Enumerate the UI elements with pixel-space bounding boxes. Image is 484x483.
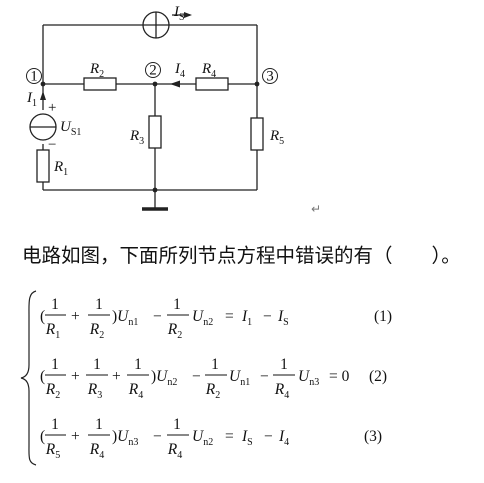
circuit-diagram: 1 2 3 IS R2 I4 R4 I1 + − US1 R1 R3 R5 xyxy=(26,4,284,211)
svg-text:1: 1 xyxy=(95,296,103,313)
node-dot-bottom xyxy=(152,187,158,193)
svg-text:Un1: Un1 xyxy=(229,368,250,388)
svg-text:R1: R1 xyxy=(45,321,60,341)
svg-text:1: 1 xyxy=(280,356,288,373)
question-text: 电路如图，下面所列节点方程中错误的有（ ）。 xyxy=(22,244,461,267)
equation-2-number: (2) xyxy=(369,368,387,385)
svg-text:+: + xyxy=(71,428,80,445)
node-dot-2 xyxy=(152,81,158,87)
return-mark: ↵ xyxy=(311,202,322,216)
equation-3: ( 1 R5 + 1 R4 )Un3 − 1 R4 Un2 = IS − I4 … xyxy=(40,416,382,461)
svg-text:I4: I4 xyxy=(278,428,289,448)
left-brace xyxy=(20,290,37,466)
svg-text:−: − xyxy=(263,308,272,325)
svg-text:IS: IS xyxy=(277,308,289,328)
svg-text:1: 1 xyxy=(173,296,181,313)
svg-text:+: + xyxy=(71,368,80,385)
svg-text:Un3: Un3 xyxy=(298,368,319,388)
svg-text:1: 1 xyxy=(30,69,38,85)
svg-text:)Un2: )Un2 xyxy=(151,368,177,388)
svg-text:R4: R4 xyxy=(274,381,289,401)
label-is: IS xyxy=(173,4,185,23)
svg-text:+: + xyxy=(112,368,121,385)
svg-text:R3: R3 xyxy=(87,381,102,401)
label-r3: R3 xyxy=(129,128,144,147)
node-label-1: 1 xyxy=(26,68,42,85)
svg-text:1: 1 xyxy=(95,416,103,433)
svg-text:R5: R5 xyxy=(45,441,60,461)
svg-text:−: − xyxy=(264,428,273,445)
svg-text:I1: I1 xyxy=(241,308,252,328)
svg-text:−: − xyxy=(153,428,162,445)
svg-text:R2: R2 xyxy=(205,381,220,401)
label-plus: + xyxy=(48,100,56,116)
svg-text:Un2: Un2 xyxy=(192,428,213,448)
resistor-r3 xyxy=(148,115,162,149)
svg-text:(: ( xyxy=(40,428,45,445)
label-i4: I4 xyxy=(174,61,185,80)
resistor-r5 xyxy=(250,117,264,151)
svg-text:−: − xyxy=(153,308,162,325)
current-source-is xyxy=(142,11,192,39)
resistor-r4 xyxy=(195,77,229,91)
svg-text:R4: R4 xyxy=(167,441,182,461)
label-i1: I1 xyxy=(26,90,37,109)
svg-text:−: − xyxy=(192,368,201,385)
equation-3-number: (3) xyxy=(364,428,382,445)
svg-text:1: 1 xyxy=(93,356,101,373)
svg-text:(: ( xyxy=(40,308,45,325)
svg-text:=: = xyxy=(225,308,234,325)
label-r2: R2 xyxy=(89,61,104,80)
label-r1: R1 xyxy=(53,159,68,178)
node-label-2: 2 xyxy=(145,62,161,79)
equation-2: ( 1 R2 + 1 R3 + 1 R4 )Un2 − 1 R2 Un1 − 1… xyxy=(40,356,387,401)
voltage-source-us1 xyxy=(29,113,57,141)
svg-text:R2: R2 xyxy=(45,381,60,401)
equation-1-number: (1) xyxy=(374,308,392,325)
svg-text:)Un3: )Un3 xyxy=(112,428,138,448)
node-label-3: 3 xyxy=(262,68,278,85)
svg-text:)Un1: )Un1 xyxy=(112,308,138,328)
svg-text:=: = xyxy=(225,428,234,445)
svg-text:R2: R2 xyxy=(89,321,104,341)
equation-1: ( 1 R1 + 1 R2 )Un1 − 1 R2 Un2 = I1 − IS … xyxy=(40,296,392,341)
i4-arrow xyxy=(170,80,180,88)
label-minus: − xyxy=(48,137,56,153)
svg-text:(: ( xyxy=(40,368,45,385)
svg-text:R4: R4 xyxy=(128,381,143,401)
svg-text:Un2: Un2 xyxy=(192,308,213,328)
equation-system: ( 1 R1 + 1 R2 )Un1 − 1 R2 Un2 = I1 − IS … xyxy=(20,290,392,466)
svg-text:IS: IS xyxy=(241,428,253,448)
svg-text:+: + xyxy=(71,308,80,325)
label-us1: US1 xyxy=(60,119,81,138)
svg-text:−: − xyxy=(260,368,269,385)
svg-text:= 0: = 0 xyxy=(329,368,350,385)
resistor-r2 xyxy=(83,77,117,91)
svg-text:R2: R2 xyxy=(167,321,182,341)
svg-text:R4: R4 xyxy=(89,441,104,461)
svg-text:1: 1 xyxy=(211,356,219,373)
svg-text:1: 1 xyxy=(51,416,59,433)
resistor-r1 xyxy=(36,149,50,183)
svg-text:1: 1 xyxy=(134,356,142,373)
svg-text:1: 1 xyxy=(51,296,59,313)
i1-arrow xyxy=(40,91,46,100)
svg-text:3: 3 xyxy=(266,69,274,85)
svg-text:1: 1 xyxy=(51,356,59,373)
label-r4: R4 xyxy=(201,61,216,80)
svg-text:1: 1 xyxy=(173,416,181,433)
svg-text:2: 2 xyxy=(149,63,157,79)
label-r5: R5 xyxy=(269,128,284,147)
node-dot-1 xyxy=(40,81,46,87)
node-dot-3 xyxy=(254,81,260,87)
